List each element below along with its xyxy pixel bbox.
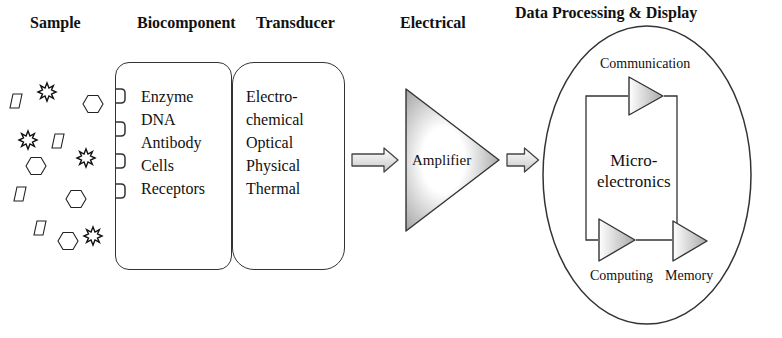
body-text: Electro- chemical Optical Physical Therm… — [246, 85, 304, 200]
inner-text: Amplifier — [412, 151, 471, 169]
sample-illustration — [0, 0, 120, 338]
component-label: Communication — [600, 56, 690, 72]
memory-node: Memory — [664, 218, 720, 286]
component-label: Computing — [590, 268, 653, 284]
analyte-particle — [52, 134, 64, 148]
analyte-star — [19, 131, 37, 149]
analyte-hexagon — [58, 233, 78, 250]
box-outline: Electro- chemical Optical Physical Therm… — [232, 62, 345, 270]
analyte-star — [38, 83, 56, 101]
triangle-symbol — [598, 218, 636, 262]
receptor-notch — [116, 89, 125, 103]
analyte-star — [84, 227, 102, 245]
analyte-hexagon — [26, 158, 46, 175]
analyte-hexagon — [83, 96, 103, 113]
analyte-particle — [10, 94, 22, 108]
amplifier-node: ElectricalAmplifier — [400, 10, 502, 234]
receptor-notch — [116, 154, 125, 168]
triangle-outline — [673, 221, 707, 261]
box-outline: Enzyme DNA Antibody Cells Receptors — [115, 62, 232, 270]
transducer-box: Electro- chemical Optical Physical Therm… — [232, 10, 345, 272]
receptor-notch — [116, 184, 125, 198]
triangle-symbol — [628, 76, 664, 116]
triangle-outline — [629, 77, 663, 115]
body-text: Enzyme DNA Antibody Cells Receptors — [141, 85, 205, 200]
analyte-star — [77, 149, 95, 167]
analyte-particle — [14, 187, 26, 201]
analyte-particle — [34, 221, 46, 235]
analyte-hexagon — [66, 191, 86, 208]
receptor-notches — [116, 63, 130, 271]
connector-line — [636, 239, 672, 240]
ellipse-line — [543, 26, 751, 324]
biocomponent-box: Enzyme DNA Antibody Cells Receptors Bioco… — [115, 10, 250, 272]
component-label: Micro- electronics — [597, 150, 671, 192]
section-heading: Sample — [30, 14, 81, 32]
computing-node: Computing — [588, 216, 660, 286]
block-arrow — [352, 148, 398, 172]
column-heading: Electrical — [400, 14, 466, 32]
receptor-notch — [116, 122, 125, 136]
component-label: Memory — [665, 268, 713, 284]
block-arrow — [507, 148, 539, 172]
connector-line — [664, 96, 677, 223]
column-heading: Biocomponent — [137, 14, 236, 32]
triangle-symbol — [672, 220, 708, 262]
triangle-outline — [599, 219, 635, 261]
triangle-outline — [406, 89, 499, 231]
communication-node: Communication — [596, 54, 700, 118]
column-heading: Transducer — [256, 14, 335, 32]
column-heading: Data Processing & Display — [515, 4, 697, 22]
